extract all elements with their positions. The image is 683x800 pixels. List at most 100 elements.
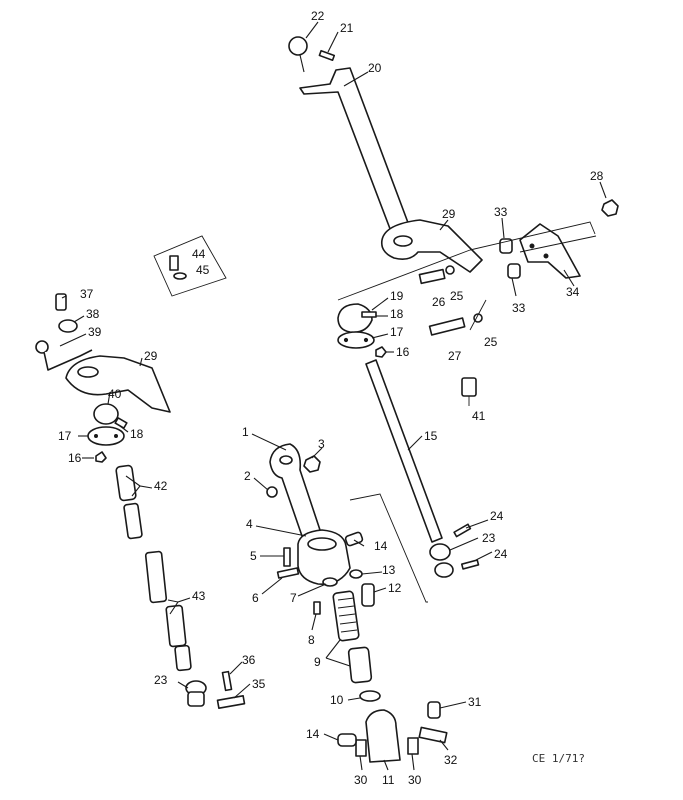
- hex-nut: [375, 346, 387, 358]
- callout-35: 35: [252, 677, 266, 691]
- bolt: [55, 293, 67, 311]
- shaft-tube: [115, 464, 137, 502]
- callout-6: 6: [252, 591, 259, 605]
- callout-16: 16: [396, 345, 410, 359]
- bolt: [361, 583, 375, 607]
- callout-45: 45: [196, 263, 210, 277]
- bolt: [418, 268, 446, 285]
- pin: [453, 523, 472, 538]
- bolt-head: [266, 486, 278, 498]
- callout-8: 8: [308, 633, 315, 647]
- callout-17: 17: [390, 325, 404, 339]
- callout-22: 22: [311, 9, 325, 23]
- callout-numbers: 22 21 20 29 33 28 34 33 26 25 19 18 17 1…: [58, 9, 604, 787]
- callout-11: 11: [382, 773, 395, 787]
- callout-18: 18: [130, 427, 144, 441]
- callout-23: 23: [482, 531, 496, 545]
- washer: [445, 265, 455, 275]
- hex-nut: [303, 455, 321, 473]
- plate: [355, 739, 367, 757]
- callout-13: 13: [382, 563, 396, 577]
- nut: [349, 569, 363, 579]
- callout-40: 40: [108, 387, 122, 401]
- callout-7: 7: [290, 591, 297, 605]
- callout-5: 5: [250, 549, 257, 563]
- shaft-tube: [165, 604, 187, 648]
- callout-25: 25: [450, 289, 464, 303]
- bushing: [499, 238, 513, 254]
- callout-24: 24: [494, 547, 508, 561]
- callout-34: 34: [566, 285, 580, 299]
- leader-lines: [59, 21, 607, 771]
- bushing: [507, 263, 521, 279]
- callout-30: 30: [408, 773, 422, 787]
- callout-32: 32: [444, 753, 458, 767]
- washer: [58, 319, 78, 333]
- callout-29: 29: [144, 349, 158, 363]
- callout-15: 15: [424, 429, 438, 443]
- long-shaft: [365, 359, 443, 543]
- center-column-assembly: [266, 443, 448, 763]
- callout-1: 1: [242, 425, 249, 439]
- key: [361, 311, 377, 318]
- washer: [473, 313, 483, 323]
- mounting-bracket: [380, 219, 483, 273]
- bracket-clip: [418, 726, 448, 744]
- washer: [322, 577, 338, 587]
- reference-code: CE 1/71?: [532, 752, 585, 765]
- callout-44: 44: [192, 247, 206, 261]
- callout-14: 14: [374, 539, 388, 553]
- upper-lever-assembly: [288, 36, 619, 603]
- clip: [427, 701, 441, 719]
- hex-nut: [95, 451, 107, 463]
- callout-14: 14: [306, 727, 320, 741]
- callout-9: 9: [314, 655, 321, 669]
- bolt: [461, 377, 477, 397]
- pin: [460, 559, 480, 570]
- pin: [221, 670, 233, 692]
- lever-arm: [269, 443, 321, 537]
- shift-arm: [93, 403, 119, 425]
- flange: [337, 331, 375, 349]
- callout-29: 29: [442, 207, 456, 221]
- left-lever-assembly: [35, 235, 246, 709]
- lever-arm: [299, 67, 411, 235]
- lever-knob: [35, 340, 49, 354]
- callout-10: 10: [330, 693, 344, 707]
- pin: [313, 601, 321, 615]
- callout-25: 25: [484, 335, 498, 349]
- bolt: [216, 695, 246, 709]
- callout-43: 43: [192, 589, 206, 603]
- plate: [407, 737, 419, 755]
- callout-42: 42: [154, 479, 168, 493]
- callout-24: 24: [490, 509, 504, 523]
- screw: [276, 567, 300, 579]
- key: [114, 417, 128, 429]
- callout-37: 37: [80, 287, 94, 301]
- shaft-tube: [123, 502, 143, 540]
- side-bracket: [519, 223, 581, 279]
- callout-36: 36: [242, 653, 256, 667]
- bolt: [428, 317, 466, 336]
- callout-30: 30: [354, 773, 368, 787]
- yoke: [429, 543, 451, 561]
- inset-box: [153, 235, 227, 297]
- callout-33: 33: [494, 205, 508, 219]
- shaft-tube: [174, 644, 192, 672]
- callout-3: 3: [318, 437, 325, 451]
- callout-31: 31: [468, 695, 482, 709]
- spring-shaft: [332, 590, 360, 642]
- callout-20: 20: [368, 61, 382, 75]
- callout-21: 21: [340, 21, 354, 35]
- callout-18: 18: [390, 307, 404, 321]
- callout-17: 17: [58, 429, 72, 443]
- flange: [87, 426, 125, 446]
- callout-41: 41: [472, 409, 486, 423]
- washer: [359, 690, 381, 702]
- callout-23: 23: [154, 673, 168, 687]
- lever-knob: [288, 36, 308, 56]
- callout-4: 4: [246, 517, 253, 531]
- callout-19: 19: [390, 289, 404, 303]
- callout-33: 33: [512, 301, 526, 315]
